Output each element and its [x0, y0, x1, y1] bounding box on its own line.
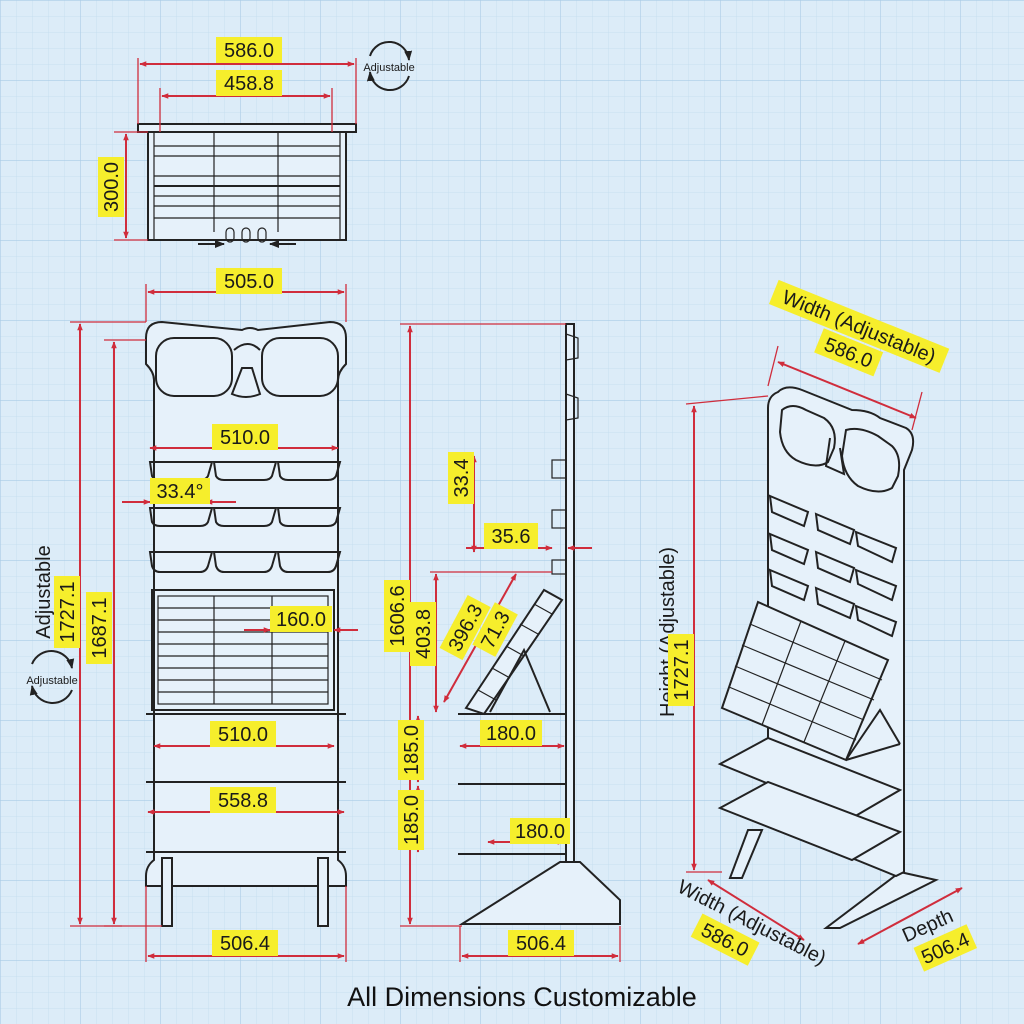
side-total-height-label: 1606.6	[387, 585, 409, 646]
front-base-width-label: 506.4	[220, 933, 270, 955]
adjustable-badge-top: Adjustable	[363, 40, 415, 92]
top-width-inner-label: 458.8	[224, 73, 274, 95]
side-shelf-gap-2-label: 185.0	[401, 795, 423, 845]
front-view-dimensions: 505.0 510.0 33.4° 160.0 510.0 558.8 506.…	[26, 268, 358, 962]
iso-height-value: 1727.1	[671, 639, 693, 700]
side-tray-depth-label: 35.6	[492, 526, 531, 548]
top-depth-label: 300.0	[101, 162, 123, 212]
front-grid-width-label: 510.0	[218, 724, 268, 746]
top-view	[137, 123, 357, 248]
side-rack-shelf-depth-label: 180.0	[486, 723, 536, 745]
iso-view	[717, 386, 939, 929]
side-lower-shelf-depth-label: 180.0	[515, 821, 565, 843]
adjustable-badge-top-text: Adjustable	[363, 62, 414, 74]
front-height-inner-label: 1687.1	[89, 597, 111, 658]
top-width-outer-label: 586.0	[224, 40, 274, 62]
front-adjustable-label: Adjustable	[33, 545, 55, 638]
front-height-outer-label: 1727.1	[57, 581, 79, 642]
front-shelf-width-label: 558.8	[218, 790, 268, 812]
adjustable-badge-front-text: Adjustable	[26, 675, 77, 687]
angled-grid-iso	[720, 600, 901, 762]
front-top-width-label: 505.0	[224, 271, 274, 293]
top-view-dimensions: 586.0 458.8 300.0 Adjustable	[98, 37, 415, 241]
eyewear-trays-iso	[768, 494, 898, 638]
front-grid-depth-label: 160.0	[276, 609, 326, 631]
caption: All Dimensions Customizable	[347, 982, 697, 1012]
adjustable-badge-front: Adjustable	[26, 650, 78, 704]
front-tray-width-label: 510.0	[220, 427, 270, 449]
front-tray-angle-label: 33.4°	[157, 481, 204, 503]
side-base-depth-label: 506.4	[516, 933, 566, 955]
side-shelf-gap-1-label: 185.0	[401, 725, 423, 775]
side-view-dimensions: 1606.6 33.4 35.6 403.8 396.3 71.3 180.0	[384, 323, 621, 962]
side-tray-height-label: 33.4	[451, 459, 473, 498]
side-rack-height-label: 403.8	[413, 609, 435, 659]
